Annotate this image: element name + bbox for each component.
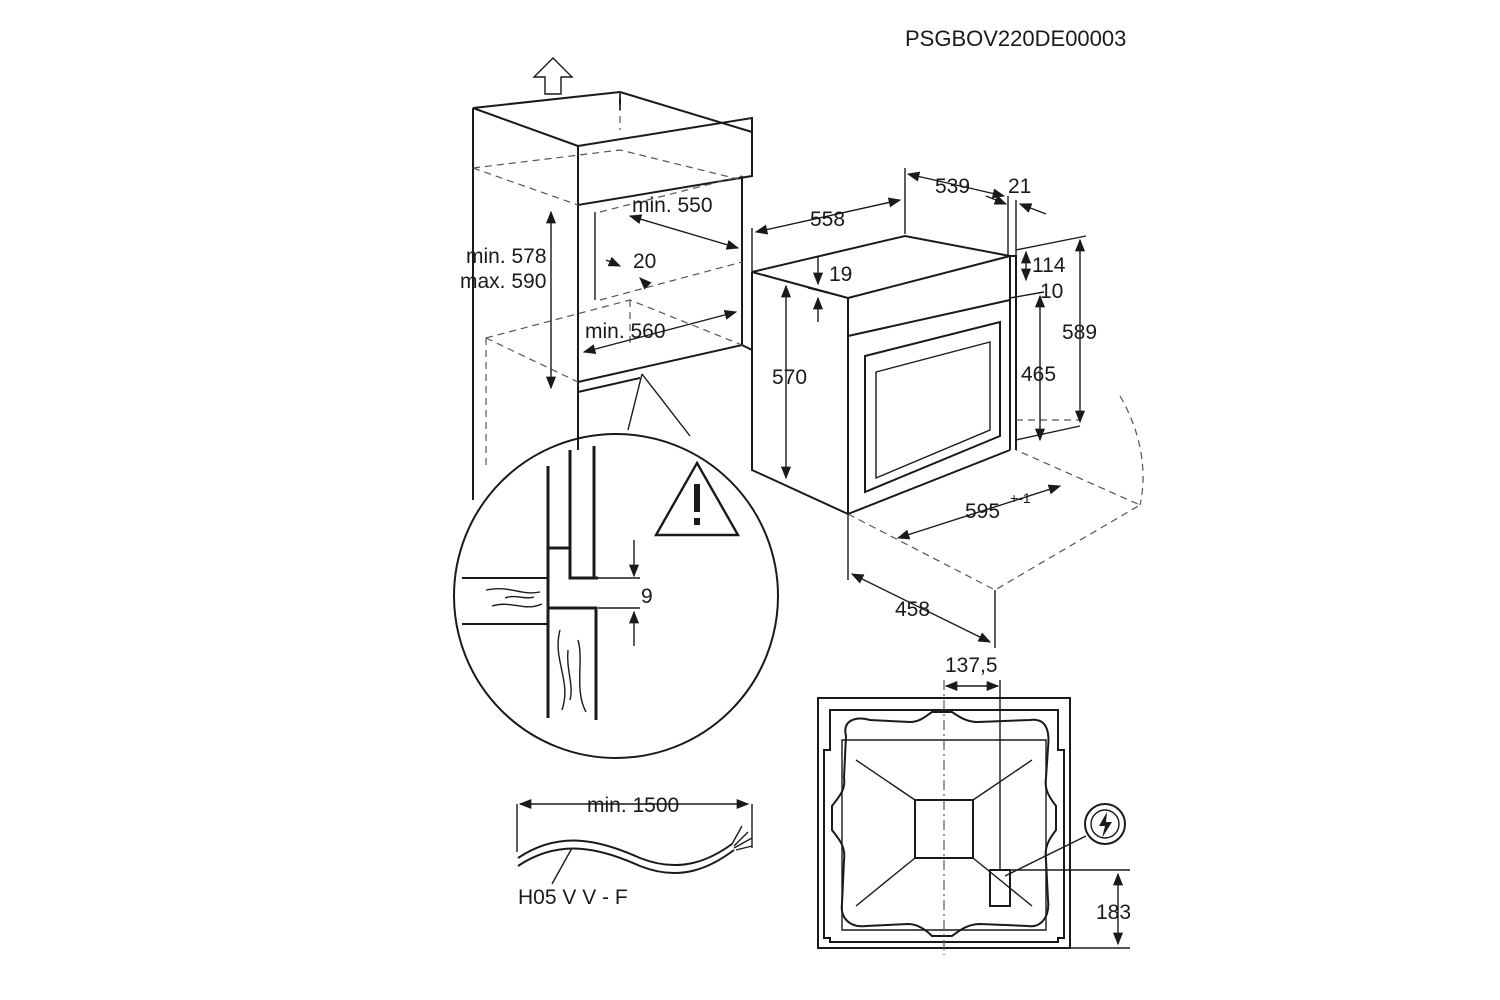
electric-socket-icon [1084, 803, 1126, 845]
cabinet-depth-label: min. 560 [585, 320, 666, 343]
cable-length-label: min. 1500 [587, 794, 679, 817]
cabinet-height-max-label: max. 590 [460, 270, 546, 293]
cabinet-gap-label: 20 [633, 250, 656, 273]
product-code: PSGBOV220DE00003 [905, 26, 1126, 51]
oven-width-label: 595 [965, 500, 1000, 523]
warning-icon [653, 460, 741, 537]
oven-door-height-label: 465 [1021, 363, 1056, 386]
oven-front-thickness-label: 21 [1008, 175, 1031, 198]
oven-total-height-label: 589 [1062, 321, 1097, 344]
oven-top-offset-label: 19 [829, 263, 852, 286]
oven-drawing: 558 539 21 19 570 114 10 465 589 595 [751, 168, 1144, 648]
detail-magnifier: 9 [453, 373, 779, 759]
cable-type-label: H05 V V - F [518, 886, 628, 909]
oven-depth-body-label: 539 [935, 175, 970, 198]
cabinet-height-min-label: min. 578 [466, 245, 547, 268]
cable-drawing: min. 1500 H05 V V - F [516, 794, 753, 909]
oven-body-width-label: 458 [895, 598, 930, 621]
up-arrow-icon [532, 57, 574, 95]
oven-body-height-label: 570 [772, 366, 807, 389]
detail-gap-label: 9 [641, 585, 653, 608]
cabinet-drawing: min. 550 min. 578 max. 590 20 min. 560 [460, 57, 753, 500]
cabinet-width-label: min. 550 [632, 194, 713, 217]
back-offset-y-label: 183 [1096, 901, 1131, 924]
back-offset-x-label: 137,5 [945, 654, 998, 677]
oven-panel-height-label: 114 [1032, 254, 1066, 277]
oven-back-view: 137,5 183 [817, 654, 1131, 955]
oven-panel-gap-label: 10 [1040, 280, 1063, 303]
oven-depth-total-label: 558 [810, 208, 845, 231]
oven-width-tolerance: +-1 [1010, 490, 1031, 506]
